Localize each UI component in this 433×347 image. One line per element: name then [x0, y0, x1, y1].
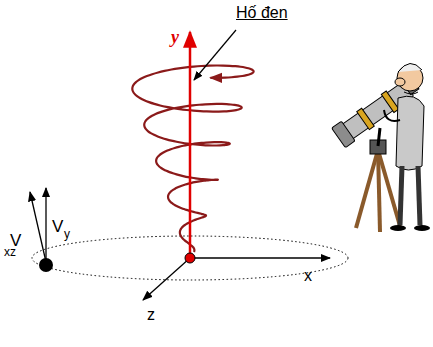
- origin-dot: [185, 253, 195, 263]
- vxz-vector: [30, 192, 46, 262]
- spiral-path: [132, 65, 253, 252]
- vector-subscript: y: [64, 228, 70, 240]
- vy-vector: [45, 188, 46, 262]
- axis-label: z: [147, 307, 155, 323]
- leader-line: [194, 30, 236, 80]
- spiral: [132, 65, 253, 252]
- axis-label: y: [171, 28, 179, 46]
- x-axis: [190, 257, 330, 258]
- particle: [39, 258, 53, 272]
- axis-label: x: [304, 268, 312, 284]
- black-hole-label: Hố đen: [236, 5, 288, 21]
- y-axis: [189, 32, 192, 258]
- vector-subscript: xz: [4, 246, 16, 258]
- astronomer: [332, 63, 430, 232]
- z-axis: [143, 258, 190, 300]
- vector-label: V: [52, 218, 63, 235]
